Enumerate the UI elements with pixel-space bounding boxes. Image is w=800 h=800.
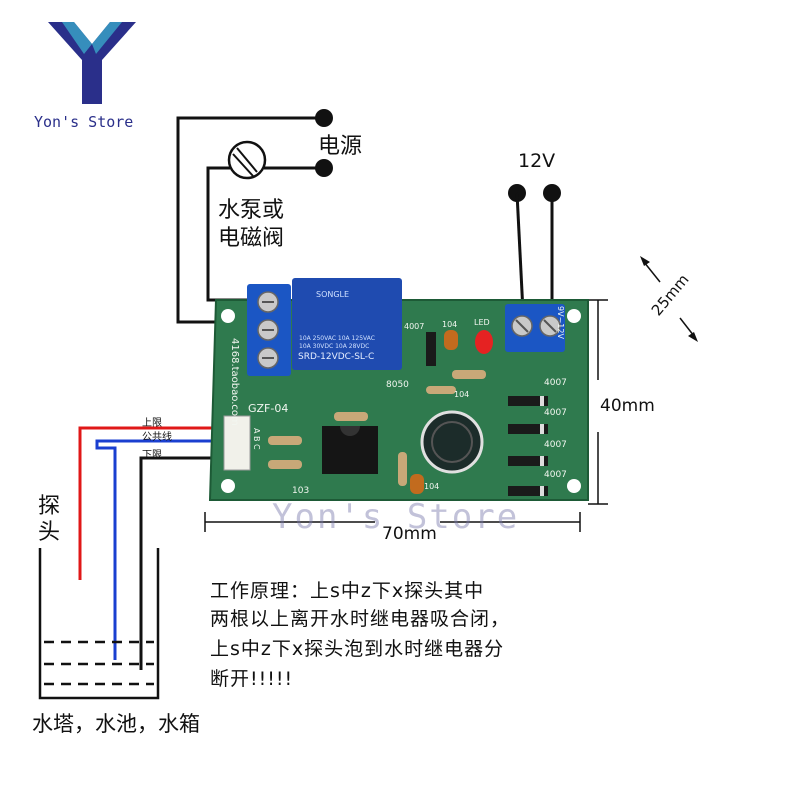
resistors (268, 370, 486, 486)
dim-height-label: 40mm (600, 396, 655, 416)
electrolytic-capacitor (420, 410, 484, 474)
upper-limit-wire (78, 426, 230, 580)
relay-brand: SONGLE (316, 290, 350, 299)
lower-limit-label: 下限 (142, 450, 162, 461)
transistor-label: 8050 (386, 380, 409, 390)
cap-label-3: 104 (424, 482, 440, 491)
power-terminal-top (315, 109, 333, 127)
ceramic-capacitor-1 (444, 330, 458, 350)
tank-types-label: 水塔，水池，水箱 (32, 712, 200, 736)
diode-label-2: 4007 (544, 408, 567, 418)
terminal-voltage-label: 9V~12V (556, 306, 565, 339)
probe-label-line1: 探 (38, 494, 61, 519)
diode-label: 4007 (404, 322, 425, 331)
probe-connector (223, 415, 251, 471)
relay-model: SRD-12VDC-SL-C (298, 352, 375, 362)
power-terminal-bottom (315, 159, 333, 177)
common-wire-label: 公共线 (142, 432, 172, 443)
pump-label-line1: 水泵或 (218, 198, 285, 223)
board-model: GZF-04 (248, 402, 289, 415)
pump-label-line2: 电磁阀 (218, 226, 285, 251)
store-name: Yon's Store (34, 113, 134, 131)
ceramic-capacitor-2 (410, 474, 424, 494)
water-tank (38, 548, 160, 700)
principle-line-1: 工作原理：上s中z下x探头其中 (210, 580, 485, 602)
principle-line-2: 两根以上离开水时继电器吸合闭， (210, 608, 511, 630)
diodes (508, 396, 548, 496)
upper-limit-label: 上限 (142, 418, 162, 429)
cap-label-1: 104 (442, 320, 458, 329)
relay-rating-1: 10A 250VAC 10A 125VAC (299, 335, 375, 342)
relay-body (292, 278, 402, 370)
diode-label-3: 4007 (544, 440, 567, 450)
cap-label-2: 104 (454, 390, 470, 399)
load-screw-terminal (247, 284, 291, 376)
diode-label-4: 4007 (544, 470, 567, 480)
diode-label-1: 4007 (544, 378, 567, 388)
store-logo (48, 22, 136, 104)
side-text: 4168.taobao.com (229, 338, 240, 426)
led-indicator (475, 330, 493, 354)
watermark: Yon's Store (272, 497, 520, 537)
relay-rating-2: 10A 30VDC 10A 28VDC (299, 343, 370, 350)
diode-4007-small (426, 332, 436, 366)
resistor-label: 103 (292, 486, 310, 496)
principle-line-4: 断开!!!!! (210, 668, 294, 690)
principle-line-3: 上s中z下x探头泡到水时继电器分 (210, 638, 505, 660)
connector-pins: A B C (252, 428, 261, 450)
lower-limit-wire (139, 456, 230, 670)
common-wire (95, 439, 230, 660)
supply-screw-terminal (505, 304, 565, 352)
probe-label-line2: 头 (38, 520, 61, 545)
supply-voltage-label: 12V (518, 150, 556, 172)
power-label: 电源 (318, 134, 363, 159)
dim-width-label: 70mm (382, 524, 437, 544)
led-label: LED (474, 318, 490, 327)
